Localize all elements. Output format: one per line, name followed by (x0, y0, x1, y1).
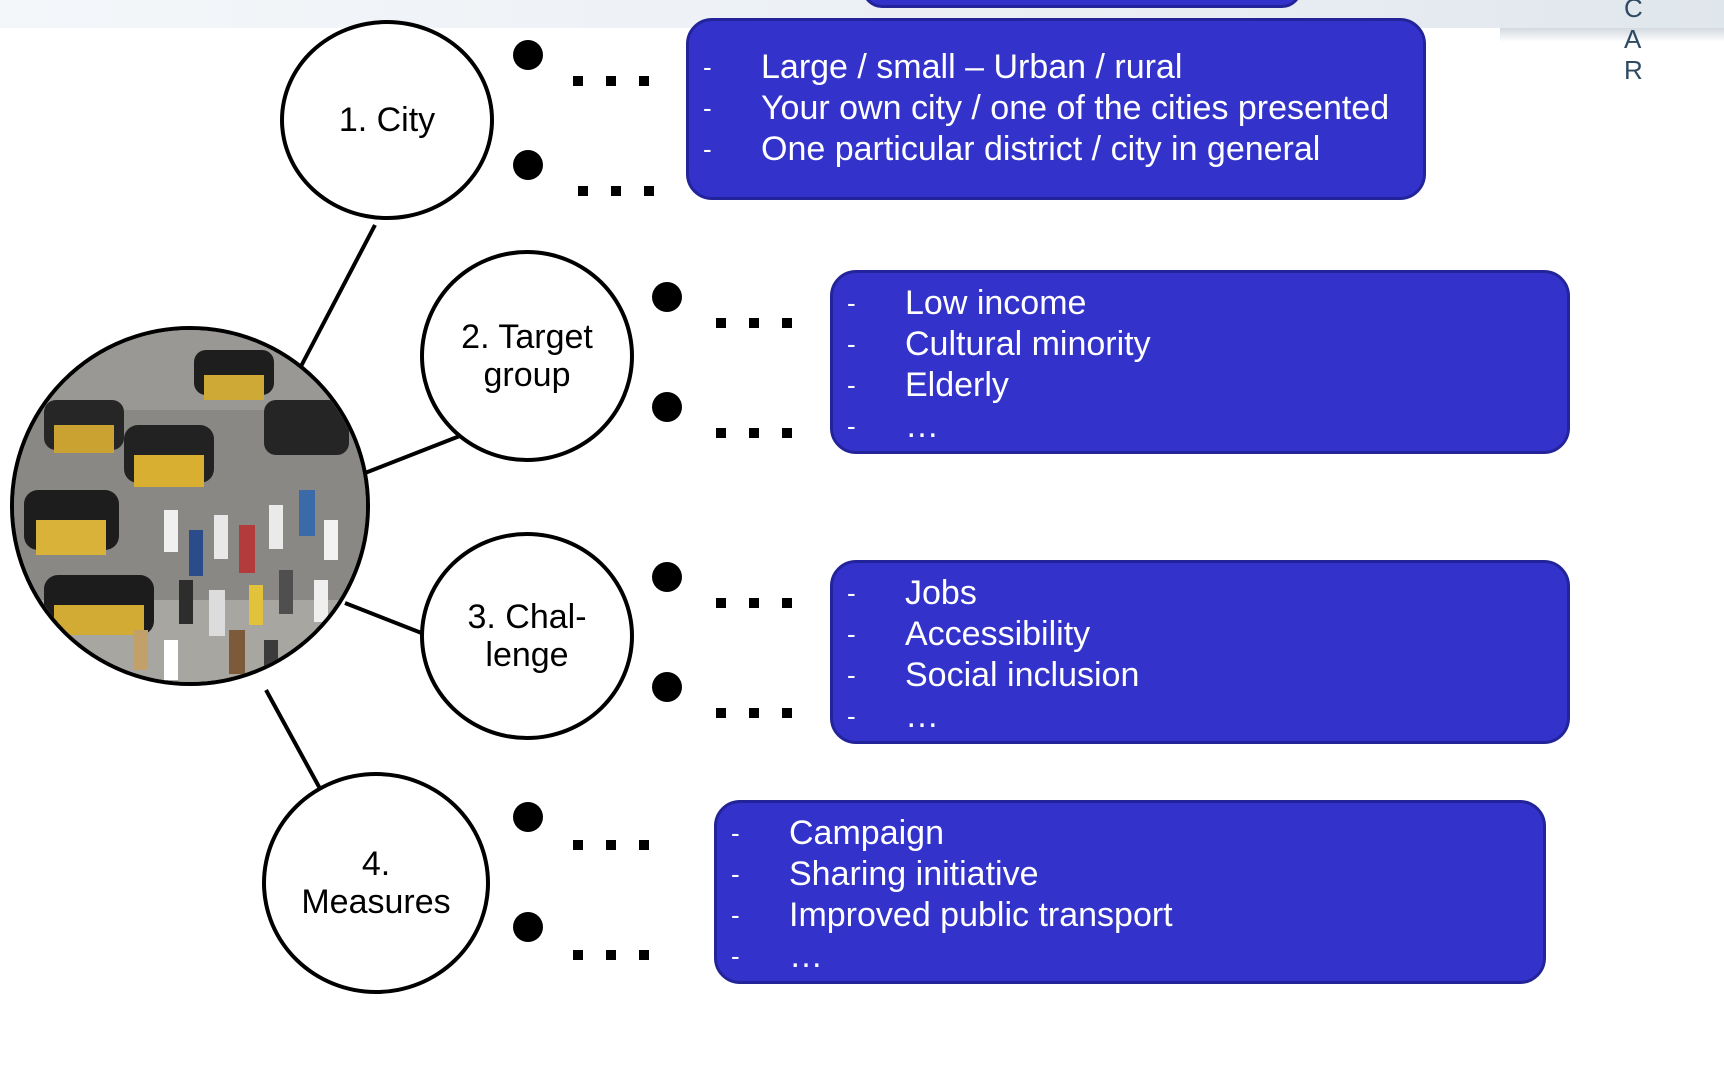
top-shadow (1500, 28, 1724, 42)
node-challenge-label-line: 3. Chal- (467, 597, 587, 636)
list-item: -… (847, 406, 1567, 447)
option-text: Campaign (789, 814, 944, 852)
option-text: Cultural minority (905, 325, 1151, 363)
list-item: - Sharing initiative (731, 854, 1543, 895)
options-box-challenge: - Jobs - Accessibility - Social inclusion -… (830, 560, 1570, 744)
node-challenge: 3. Chal- lenge (420, 532, 634, 740)
dash-marker: - (731, 818, 740, 848)
link-target-group (364, 430, 471, 475)
option-text: Elderly (905, 366, 1009, 404)
options-list-city: - Large / small – Urban / rural - Your own… (703, 47, 1423, 170)
option-text: Your own city / one of the cities presen… (761, 89, 1390, 127)
options-list-target-group: -Low income -Cultural minority -Elderly … (847, 283, 1567, 447)
dash-marker: - (731, 859, 740, 889)
bullet-dot (513, 912, 543, 942)
options-list-measures: - Campaign - Sharing initiative - Improved … (731, 813, 1543, 977)
list-item: - Improved public transport (731, 895, 1543, 936)
ellipsis (578, 186, 658, 196)
options-box-target-group: -Low income -Cultural minority -Elderly … (830, 270, 1570, 454)
option-text: Accessibility (905, 615, 1091, 653)
node-measures-label-line: 4. (361, 844, 391, 883)
node-measures: 4. Measures (262, 772, 490, 994)
dash-marker: - (703, 134, 712, 164)
bullet-dot (513, 150, 543, 180)
option-text: Low income (905, 284, 1087, 322)
ellipsis (573, 840, 653, 850)
dash-marker: - (847, 288, 856, 318)
dash-marker: - (847, 701, 856, 731)
logo: C A R (1624, 0, 1669, 85)
list-item: - Large / small – Urban / rural (703, 47, 1423, 88)
node-city: 1. City (280, 20, 494, 220)
node-target-group-label-line: group (483, 356, 571, 394)
list-item: - Cultural minority (847, 324, 1567, 365)
option-text: Sharing initiative (789, 855, 1039, 893)
options-box-city: - Large / small – Urban / rural - Your own… (686, 18, 1426, 200)
bullet-dot (652, 392, 682, 422)
option-text: Social inclusion (905, 656, 1140, 694)
ellipsis (716, 428, 796, 438)
dash-marker: - (847, 329, 856, 359)
list-item: - Low income (847, 283, 1567, 324)
list-item: - Your own city / one of the cities prese… (703, 88, 1423, 129)
option-text: … (905, 697, 939, 735)
option-text: Jobs (905, 574, 977, 612)
bullet-dot (513, 802, 543, 832)
node-city-label-line: 1. City (338, 100, 436, 139)
node-target-group-label-line: 2. Target (461, 317, 593, 356)
list-item: - Campaign (731, 813, 1543, 854)
options-box-measures: - Campaign - Sharing initiative - Improved … (714, 800, 1546, 984)
dash-marker: - (731, 941, 740, 971)
ellipsis (573, 950, 653, 960)
ellipsis (716, 318, 796, 328)
dash-marker: - (703, 52, 712, 82)
ellipsis (716, 598, 796, 608)
ellipsis (573, 76, 653, 86)
dash-marker: - (847, 619, 856, 649)
option-text: One particular district / city in genera… (761, 130, 1321, 168)
bullet-dot (652, 562, 682, 592)
ellipsis (716, 708, 796, 718)
list-item: - Elderly (847, 365, 1567, 406)
dash-marker: - (731, 900, 740, 930)
bullet-dot (513, 40, 543, 70)
dash-marker: - (847, 411, 856, 441)
dash-marker: - (847, 660, 856, 690)
bullet-dot (652, 282, 682, 312)
options-list-challenge: - Jobs - Accessibility - Social inclusion -… (847, 573, 1567, 737)
dash-marker: - (847, 370, 856, 400)
node-measures-label-line: Measures (301, 883, 451, 921)
list-item: - Accessibility (847, 614, 1567, 655)
list-item: - One particular district / city in gener… (703, 129, 1423, 170)
option-text: … (789, 937, 823, 975)
list-item: -… (847, 696, 1567, 737)
dash-marker: - (847, 578, 856, 608)
list-item: -… (731, 936, 1543, 977)
option-text: Improved public transport (789, 896, 1173, 934)
option-text: … (905, 407, 939, 445)
list-item: - Social inclusion (847, 655, 1567, 696)
node-target-group: 2. Target group (420, 250, 634, 462)
node-challenge-label-line: lenge (485, 636, 569, 674)
bullet-dot (652, 672, 682, 702)
dash-marker: - (703, 93, 712, 123)
option-text: Large / small – Urban / rural (761, 48, 1183, 86)
list-item: - Jobs (847, 573, 1567, 614)
street-crowd-photo (10, 326, 370, 686)
